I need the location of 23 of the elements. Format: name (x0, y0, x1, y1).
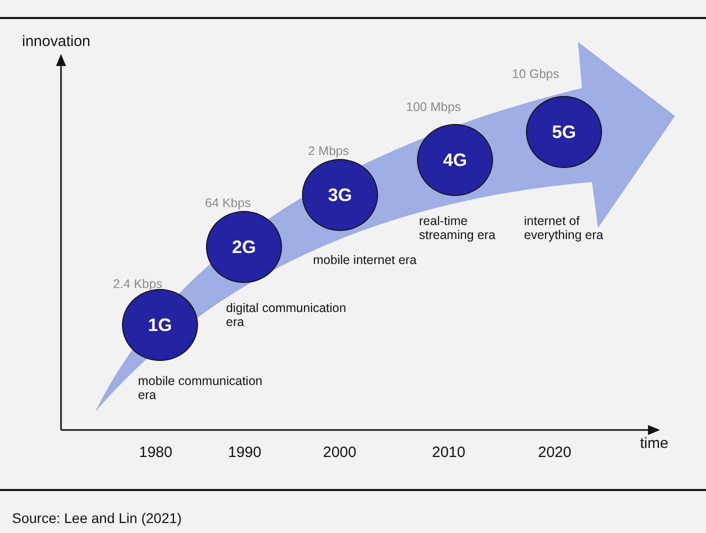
year-label: 2010 (432, 444, 466, 461)
era-label: digital communication era (226, 301, 348, 329)
year-label: 1980 (139, 444, 172, 461)
speed-label: 2.4 Kbps (113, 277, 162, 291)
generation-label: 2G (232, 236, 256, 258)
generation-label: 4G (442, 150, 467, 170)
speed-label: 64 Kbps (205, 196, 251, 210)
year-label: 1990 (228, 444, 262, 461)
era-label: mobile internet era (313, 253, 418, 267)
era-label: mobile communication era (138, 374, 264, 402)
year-label: 2020 (538, 444, 572, 461)
speed-label: 100 Mbps (406, 100, 461, 114)
generation-label: 1G (148, 314, 172, 336)
source-caption: Source: Lee and Lin (2021) (12, 510, 182, 526)
speed-label: 10 Gbps (512, 67, 560, 81)
generation-label: 3G (328, 184, 352, 206)
era-label: real-time streaming era (419, 214, 496, 242)
year-label: 2000 (323, 444, 356, 461)
era-label: internet of everything era (524, 214, 604, 242)
axis-label: innovation (22, 33, 90, 50)
axis-label: time (640, 435, 668, 452)
speed-label: 2 Mbps (308, 144, 349, 158)
generation-label: 5G (552, 122, 576, 142)
